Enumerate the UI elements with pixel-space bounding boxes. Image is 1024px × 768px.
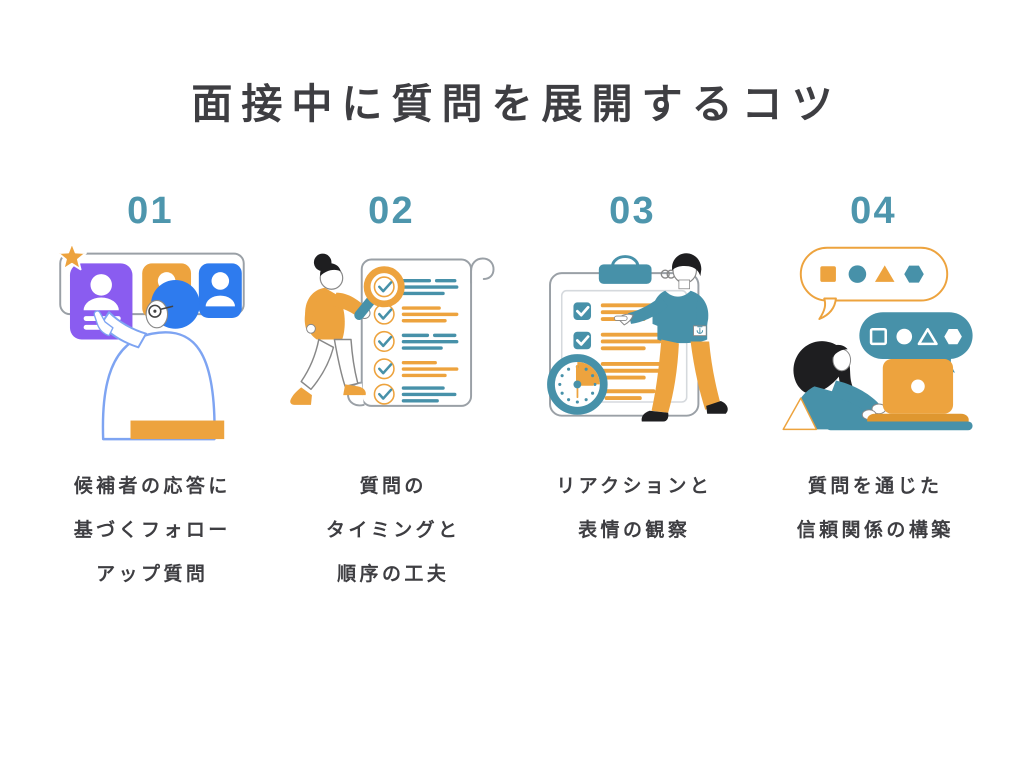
shoe (641, 410, 668, 422)
laptop-icon (866, 359, 969, 422)
shoe (705, 401, 728, 414)
shoe (342, 384, 366, 396)
pants (651, 339, 679, 413)
step-number-4: 04 (850, 190, 897, 232)
checklist-rows (373, 276, 458, 405)
tip-column-2: 02 (275, 188, 508, 597)
tips-grid: 01 (34, 188, 990, 597)
shoe (289, 387, 312, 405)
caption-2: 質問の タイミングと 順序の工夫 (325, 476, 461, 585)
person-presenter (613, 253, 728, 422)
speech-bubble-outlined (799, 246, 948, 320)
checklist-scroll-illustration (289, 253, 494, 407)
page-title: 面接中に質問を展開するコツ (191, 81, 842, 127)
star-icon (56, 241, 87, 271)
magnifier-icon (353, 266, 405, 320)
person-reviewer (289, 253, 371, 405)
step-number-3: 03 (609, 190, 656, 232)
step-number-2: 02 (368, 190, 415, 232)
waistband (130, 420, 224, 440)
candidate-profile-cards-illustration (56, 241, 245, 441)
caption-1: 候補者の応答に 基づくフォロー アップ質問 (73, 476, 231, 585)
hair (671, 253, 701, 277)
step-number-1: 01 (127, 190, 174, 232)
caption-4: 質問を通じた 信頼関係の構築 (796, 476, 954, 541)
person-typing (781, 341, 886, 431)
skirt (781, 397, 817, 431)
desk (825, 421, 973, 431)
profile-card-blue (198, 263, 242, 319)
clipboard-clip (598, 264, 652, 284)
speech-bubble-filled (858, 312, 973, 373)
anchor-tattoo (696, 326, 703, 334)
tip-column-4: 04 (757, 188, 990, 597)
clock-icon (546, 354, 608, 415)
clipboard-clock-illustration (546, 253, 728, 422)
sweater (792, 386, 877, 430)
tip-column-3: 03 (516, 188, 749, 597)
person-pointing (93, 279, 224, 441)
pants (299, 338, 334, 391)
tip-column-1: 01 (34, 188, 267, 597)
chat-laptop-illustration (781, 246, 973, 431)
caption-3: リアクションと 表情の観察 (556, 476, 713, 541)
